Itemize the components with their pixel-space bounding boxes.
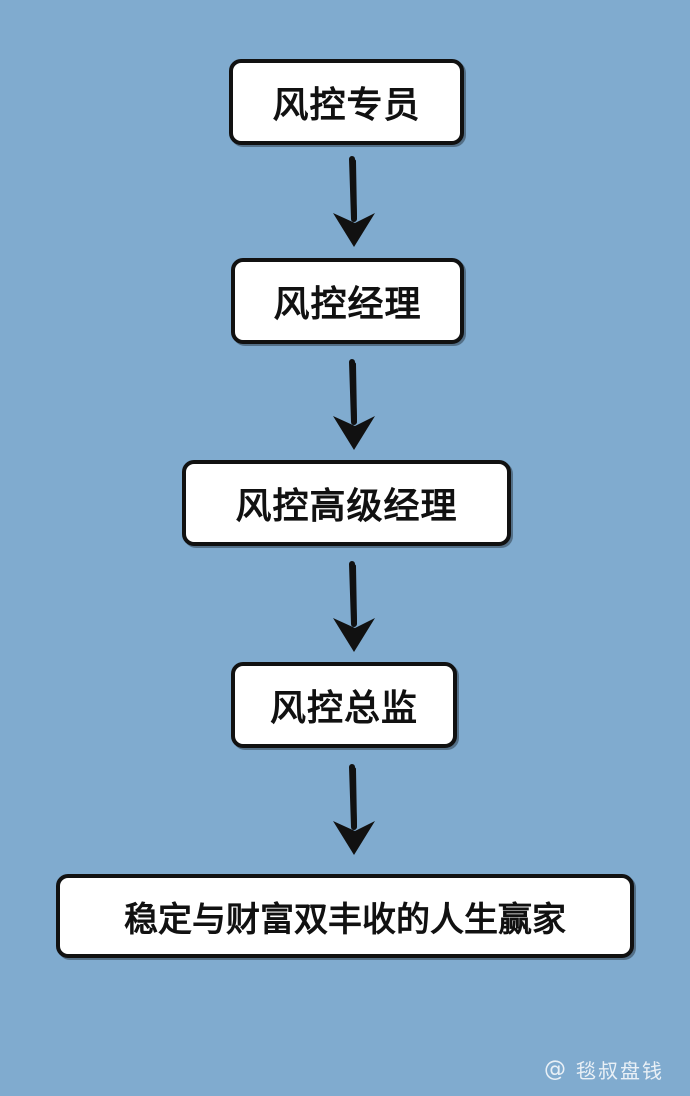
at-icon: @ xyxy=(544,1057,568,1082)
flow-node-risk-specialist: 风控专员 xyxy=(229,59,464,145)
flow-node-life-winner: 稳定与财富双丰收的人生赢家 xyxy=(56,874,634,958)
down-arrow-icon xyxy=(333,359,375,450)
flow-node-risk-director: 风控总监 xyxy=(231,662,457,748)
down-arrow-icon xyxy=(333,764,375,855)
down-arrow-icon xyxy=(333,561,375,652)
flow-node-senior-risk-manager: 风控高级经理 xyxy=(182,460,511,546)
flow-node-risk-manager: 风控经理 xyxy=(231,258,464,344)
down-arrow-icon xyxy=(333,156,375,247)
watermark-text: 毯叔盘钱 xyxy=(576,1059,664,1083)
watermark: @ 毯叔盘钱 xyxy=(544,1055,664,1084)
